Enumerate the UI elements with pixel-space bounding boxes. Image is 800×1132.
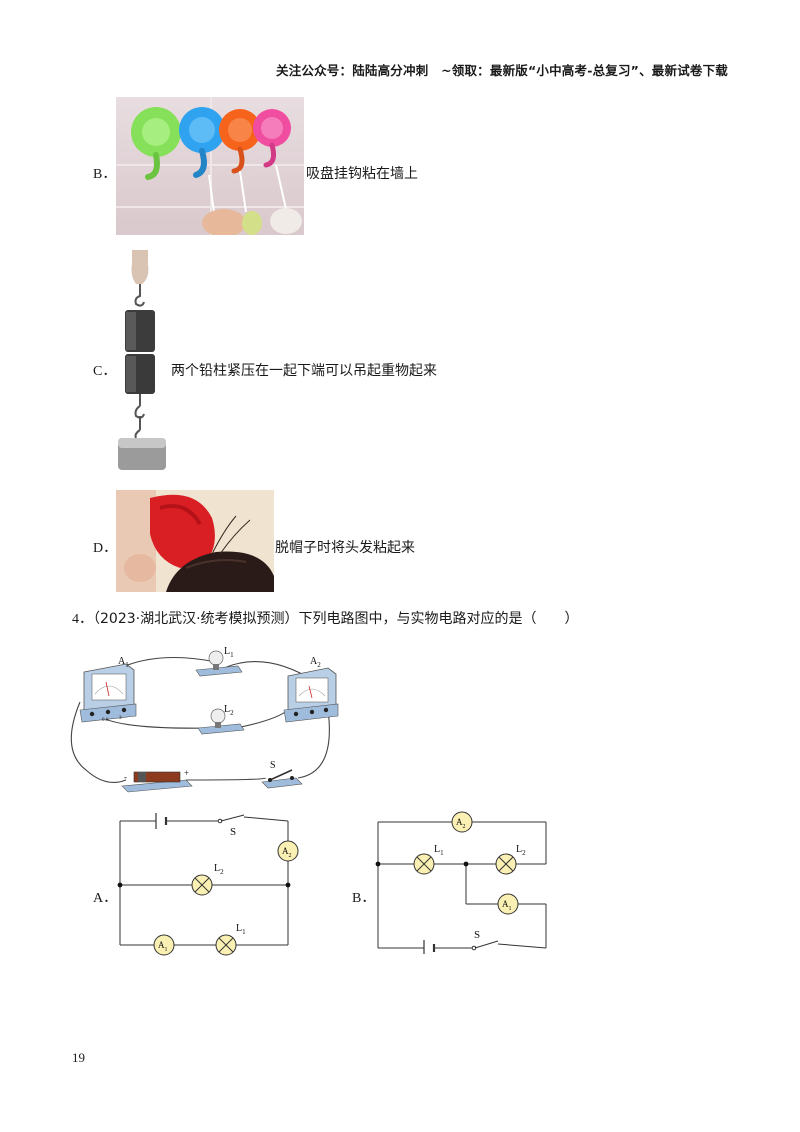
option-c-label: C． [93, 364, 117, 379]
circuit-b-ammeter-a2: A2 [451, 811, 473, 833]
suction-hooks-image [116, 97, 304, 235]
svg-text:-: - [93, 713, 95, 718]
option-b-label: B． [93, 167, 117, 182]
junction-dot [463, 861, 469, 867]
question-4-number: 4． [72, 612, 93, 627]
svg-text:L2: L2 [516, 844, 526, 857]
svg-text:A1: A1 [118, 656, 129, 669]
circuit-a-ammeter-a1: A1 [153, 934, 175, 956]
svg-text:S: S [270, 760, 276, 771]
svg-text:A2: A2 [282, 846, 292, 859]
circuit-b-bulb-l2: L2 [495, 844, 526, 875]
physical-battery: - + [121, 768, 193, 793]
circuit-a-diagram: S A2 L2 A1 L1 [117, 813, 299, 956]
junction-dot [375, 861, 381, 867]
option-b-text: 吸盘挂钩粘在墙上 [306, 166, 418, 182]
circuit-a-bulb-l1: L1 [215, 923, 246, 956]
physical-bulb-l2: L2 [197, 704, 245, 735]
option-c-text: 两个铅柱紧压在一起下端可以吊起重物起来 [171, 363, 437, 379]
svg-text:+: + [184, 768, 189, 778]
svg-text:A1: A1 [502, 899, 512, 912]
physical-ammeter-a2: A2 [283, 656, 339, 723]
junction-dot [117, 882, 123, 888]
svg-text:L2: L2 [214, 863, 224, 876]
svg-text:L1: L1 [236, 923, 246, 936]
junction-dot [285, 882, 291, 888]
physical-circuit-diagram: - 0.6 3 A1 L1 L2 A2 - + S [70, 646, 339, 793]
option-d-label: D． [93, 541, 118, 556]
svg-text:L1: L1 [224, 646, 234, 659]
circuit-b-bulb-l1: L1 [413, 844, 444, 875]
circuit-a-switch: S [217, 814, 245, 838]
svg-text:3: 3 [119, 716, 122, 721]
hair-static-image [116, 490, 274, 592]
svg-text:A2: A2 [456, 817, 466, 830]
physical-ammeter-a1: - 0.6 3 A1 [79, 656, 137, 723]
svg-text:S: S [230, 826, 236, 838]
svg-text:A2: A2 [310, 656, 321, 669]
page-header: 关注公众号：陆陆高分冲刺 ~领取：最新版“小中高考-总复习”、最新试卷下载 [276, 63, 728, 78]
physical-switch: S [261, 760, 303, 789]
svg-text:L1: L1 [434, 844, 444, 857]
lead-cylinders-image [118, 250, 166, 470]
svg-text:A1: A1 [158, 940, 168, 953]
svg-text:L2: L2 [224, 704, 234, 717]
circuit-b-ammeter-a1: A1 [497, 893, 519, 915]
circuit-a-ammeter-a2: A2 [277, 840, 299, 862]
circuit-a-bulb-l2: L2 [191, 863, 224, 896]
option-d-text: 脱帽子时将头发粘起来 [275, 540, 415, 556]
question-4-text: （2023·湖北武汉·统考模拟预测）下列电路图中，与实物电路对应的是（ ） [86, 611, 579, 627]
svg-text:-: - [124, 772, 127, 782]
svg-text:S: S [474, 929, 480, 941]
circuit-b-label: B． [352, 891, 376, 906]
physical-bulb-l1: L1 [195, 646, 243, 677]
circuit-a-label: A． [93, 891, 118, 906]
circuit-b-diagram: A2 L1 L2 A1 S [375, 811, 547, 954]
circuit-b-switch: S [471, 929, 499, 951]
page-number: 19 [72, 1050, 85, 1065]
svg-text:0.6: 0.6 [102, 718, 109, 723]
